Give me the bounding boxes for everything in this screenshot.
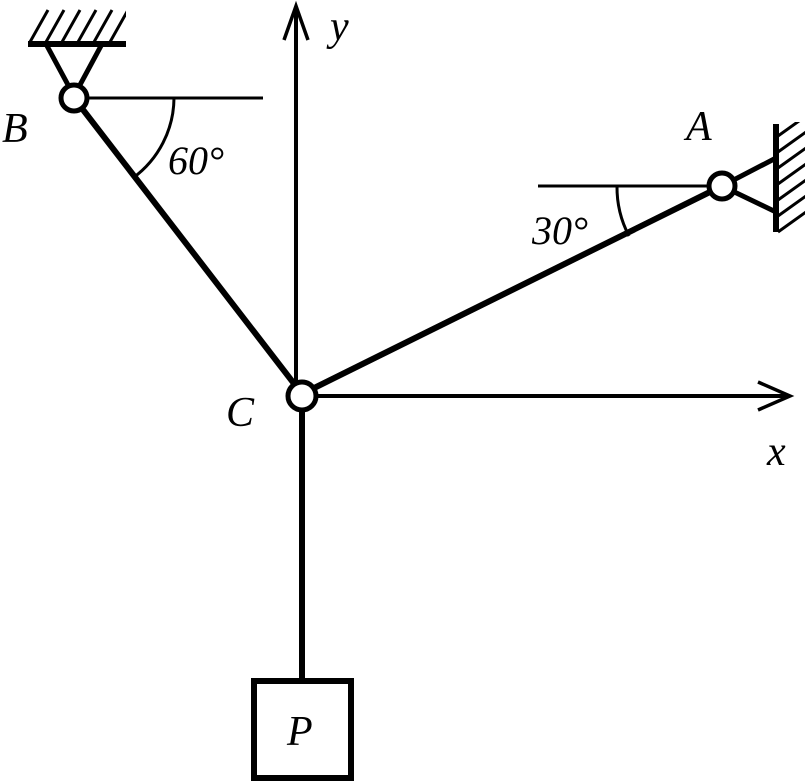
y-axis	[282, 0, 310, 394]
angle-b-label: 60°	[168, 138, 224, 183]
pin-a	[706, 170, 738, 202]
point-c-label: C	[226, 390, 255, 436]
point-a-label: A	[683, 104, 712, 150]
y-axis-label: y	[326, 4, 349, 50]
point-b-label: B	[2, 106, 28, 152]
support-a-wall	[716, 122, 805, 234]
load-label: P	[286, 709, 313, 755]
pin-c	[285, 379, 319, 413]
angle-a-label: 30°	[531, 208, 588, 253]
x-axis	[302, 380, 795, 412]
angle-arc-b	[132, 97, 176, 180]
load-block	[251, 678, 354, 781]
angle-arc-a	[615, 185, 631, 237]
pin-b	[58, 82, 90, 114]
rod-ac	[300, 183, 724, 397]
x-axis-label: x	[766, 429, 786, 475]
rod-bc	[71, 96, 305, 396]
